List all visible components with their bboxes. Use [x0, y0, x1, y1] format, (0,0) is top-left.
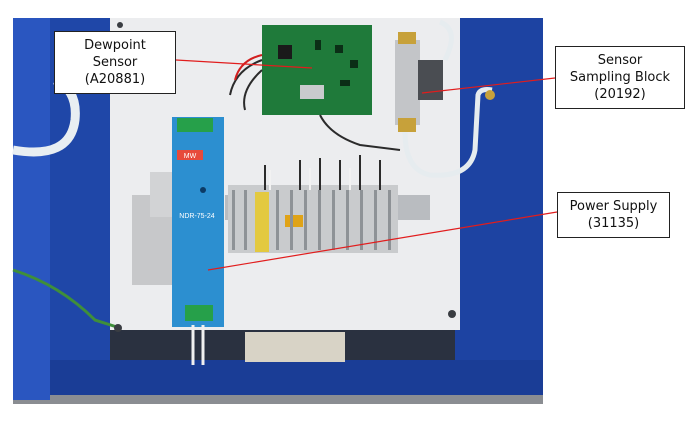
callout-power-line2: (31135) [587, 216, 640, 231]
leader-dewpoint [175, 59, 313, 69]
callout-sensor-sampling-block: Sensor Sampling Block (20192) [555, 46, 685, 109]
enclosure-right-wall [455, 18, 543, 395]
sample-tubing [402, 87, 493, 178]
callout-power-line1: Power Supply [569, 199, 658, 214]
mounting-screws [114, 22, 456, 332]
enclosure-bottom-lip [30, 360, 543, 395]
sampling-block [395, 40, 420, 125]
bulkhead-fitting [485, 90, 495, 100]
bottom-wires [191, 325, 205, 365]
callout-dewpoint-line1: Dewpoint [84, 38, 146, 53]
callout-sampling-line3: (20192) [594, 87, 646, 102]
pcb-wires [229, 59, 401, 151]
pcb-connector [300, 85, 324, 99]
callout-sampling-line2: Sampling Block [569, 70, 671, 85]
sample-tubing-top [438, 19, 454, 62]
power-model-label: NDR-75-24 [179, 213, 215, 220]
power-brand-badge [177, 150, 203, 160]
callout-dewpoint-sensor: Dewpoint Sensor (A20881) [54, 31, 176, 94]
power-supply-body [172, 117, 224, 327]
leader-lines [175, 59, 558, 271]
paper-sheet [245, 332, 345, 362]
sampling-sensor [418, 60, 443, 100]
ferrules [269, 168, 351, 190]
ground-wire [12, 268, 121, 330]
power-led [200, 187, 206, 193]
leader-power [207, 211, 558, 271]
sampling-fitting-bottom [398, 118, 416, 132]
callout-power-supply: Power Supply (31135) [557, 192, 670, 238]
pcb-chip [278, 45, 292, 59]
dewpoint-pcb [262, 25, 372, 115]
callout-sampling-line1: Sensor [597, 53, 643, 68]
power-terminal-top [177, 118, 213, 132]
callout-dewpoint-line3: (A20881) [84, 72, 146, 87]
pcb-components [315, 40, 358, 86]
power-terminal-bottom [185, 305, 213, 321]
relay [150, 172, 175, 217]
sampling-fitting-top [398, 32, 416, 44]
enclosure-door-edge [13, 18, 50, 400]
terminal-blocks [228, 185, 398, 253]
terminal-wires [264, 155, 381, 190]
leader-sampling [421, 77, 556, 94]
callout-dewpoint-line2: Sensor [92, 55, 138, 70]
power-brand-text: MW [184, 153, 197, 160]
